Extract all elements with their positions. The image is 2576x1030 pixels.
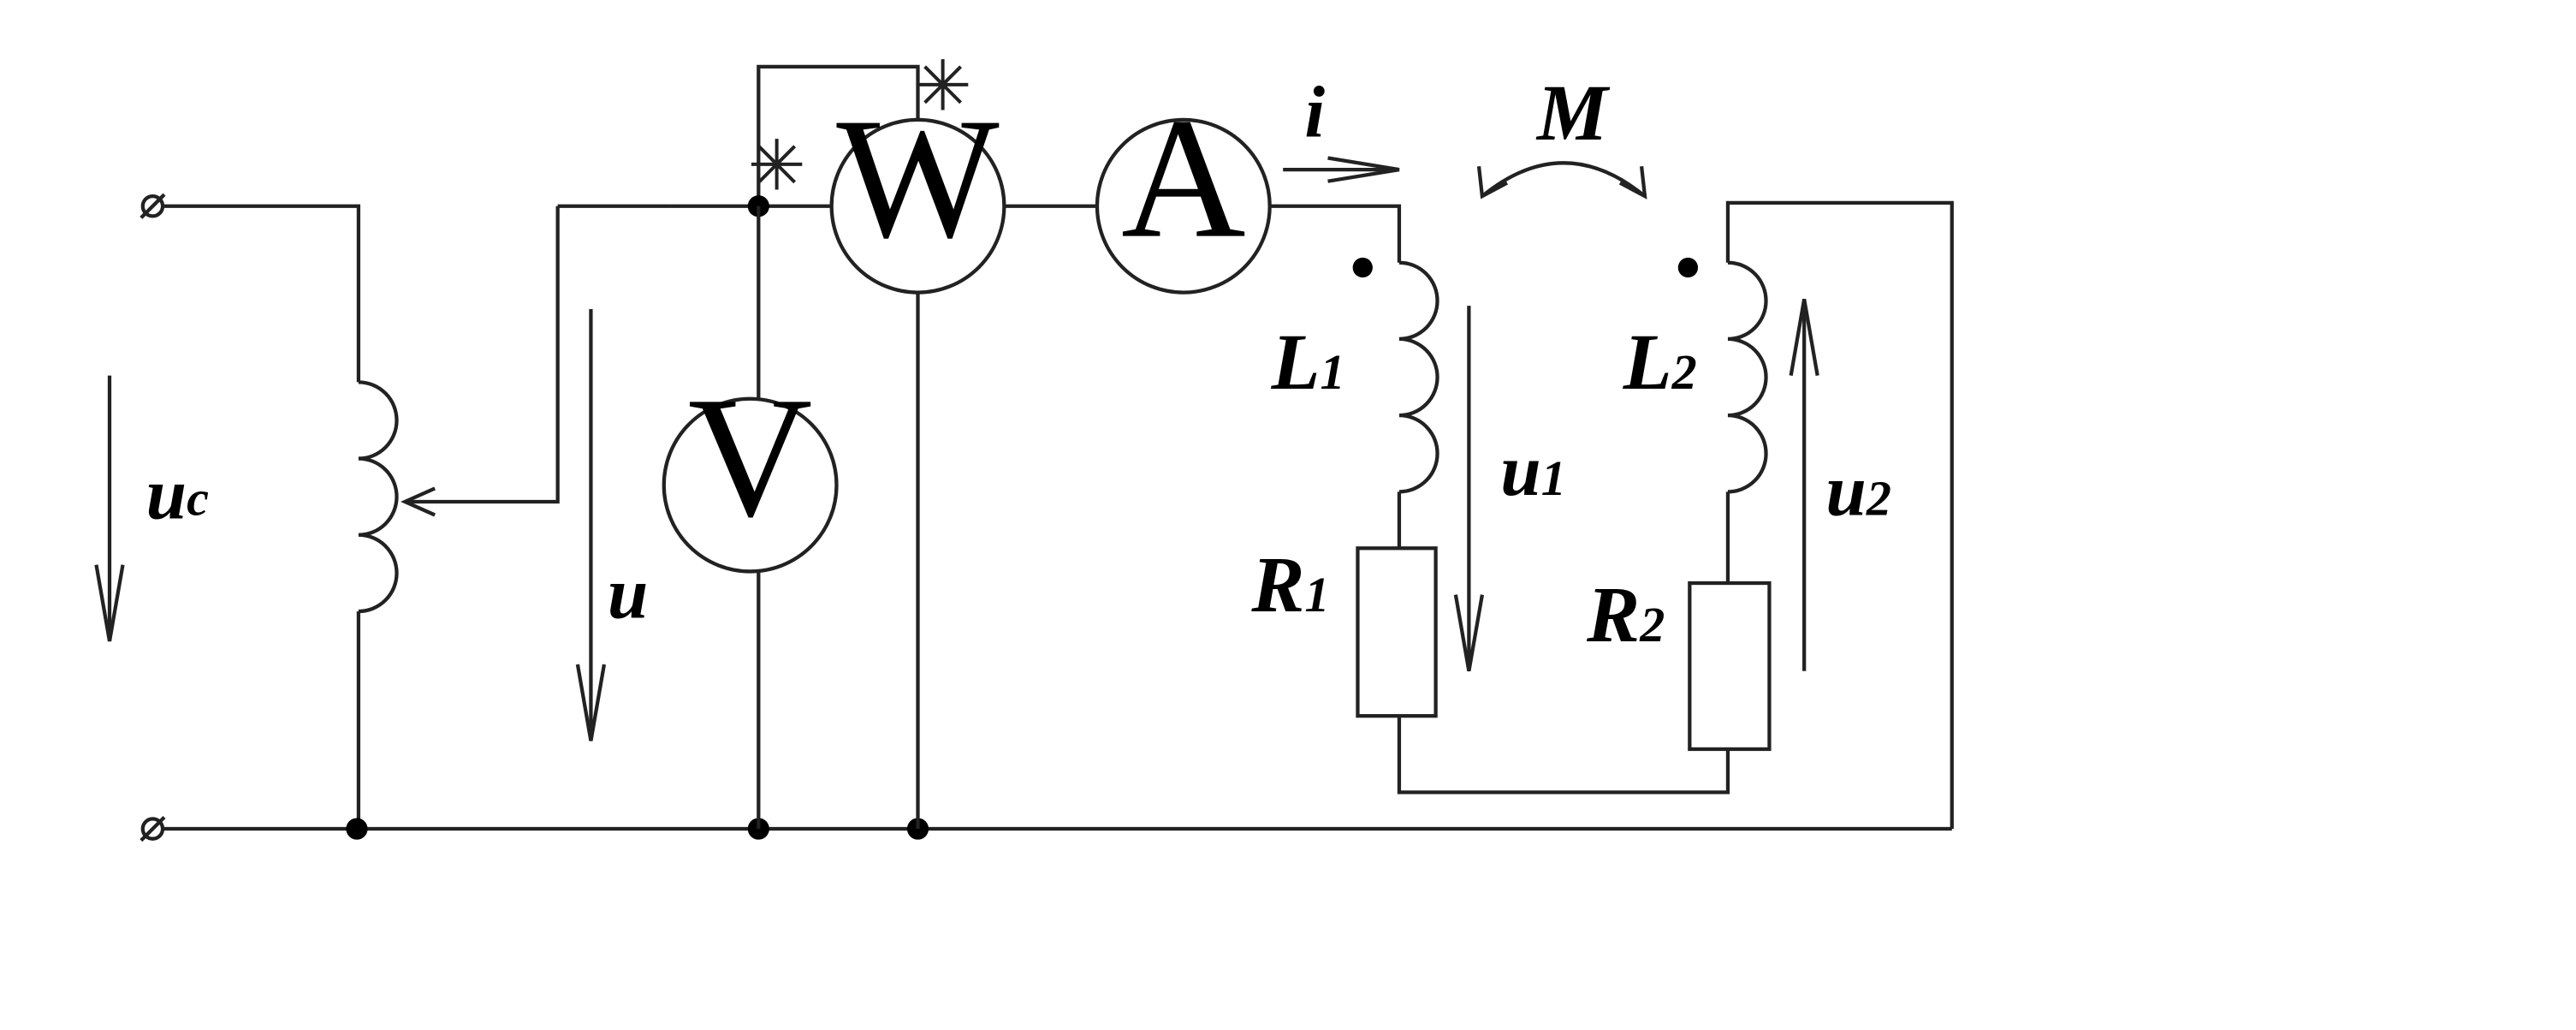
label-uc: uc xyxy=(146,454,209,534)
label-u: u xyxy=(608,554,648,634)
autotransformer-wiper xyxy=(400,204,671,517)
autotransformer-coil xyxy=(358,380,399,614)
voltmeter-label: V xyxy=(688,361,813,553)
input-terminal-top xyxy=(139,193,166,219)
label-M: M xyxy=(1535,69,1611,158)
label-u1: u1 xyxy=(1500,431,1566,511)
inductor-L1 xyxy=(1397,260,1439,549)
wire xyxy=(1725,200,1954,830)
label-L2: L2 xyxy=(1623,319,1697,407)
wire xyxy=(1397,716,1730,795)
wattmeter: W xyxy=(829,82,1006,295)
autotransformer xyxy=(163,204,399,830)
wattmeter-label: W xyxy=(836,82,999,274)
ammeter-label: A xyxy=(1121,82,1246,274)
polarity-dot-L2 xyxy=(1677,257,1699,278)
resistor-R1 xyxy=(1356,546,1438,718)
wattmeter-star-mark: ✳ xyxy=(913,45,971,127)
uc-arrow xyxy=(94,375,125,642)
u-arrow xyxy=(575,309,607,741)
i-arrow xyxy=(1283,156,1400,183)
ammeter: A xyxy=(1095,82,1272,295)
u1-arrow xyxy=(1453,306,1485,672)
wire xyxy=(1269,204,1402,263)
node-dot xyxy=(346,818,368,840)
mutual-inductance-arrow xyxy=(1476,161,1647,199)
polarity-dot-L1 xyxy=(1352,257,1373,278)
voltmeter: V xyxy=(662,361,839,574)
label-R2: R2 xyxy=(1586,571,1665,659)
resistor-R2 xyxy=(1688,580,1772,752)
wattmeter-loop xyxy=(670,64,920,208)
input-terminal-bottom xyxy=(139,815,166,842)
inductor-L2 xyxy=(1725,260,1768,584)
label-u2: u2 xyxy=(1825,451,1891,532)
u2-arrow xyxy=(1789,299,1819,671)
label-L1: L1 xyxy=(1271,319,1345,407)
label-i: i xyxy=(1304,72,1325,152)
wattmeter-star-mark: ✳ xyxy=(748,125,806,206)
label-R1: R1 xyxy=(1250,541,1329,629)
